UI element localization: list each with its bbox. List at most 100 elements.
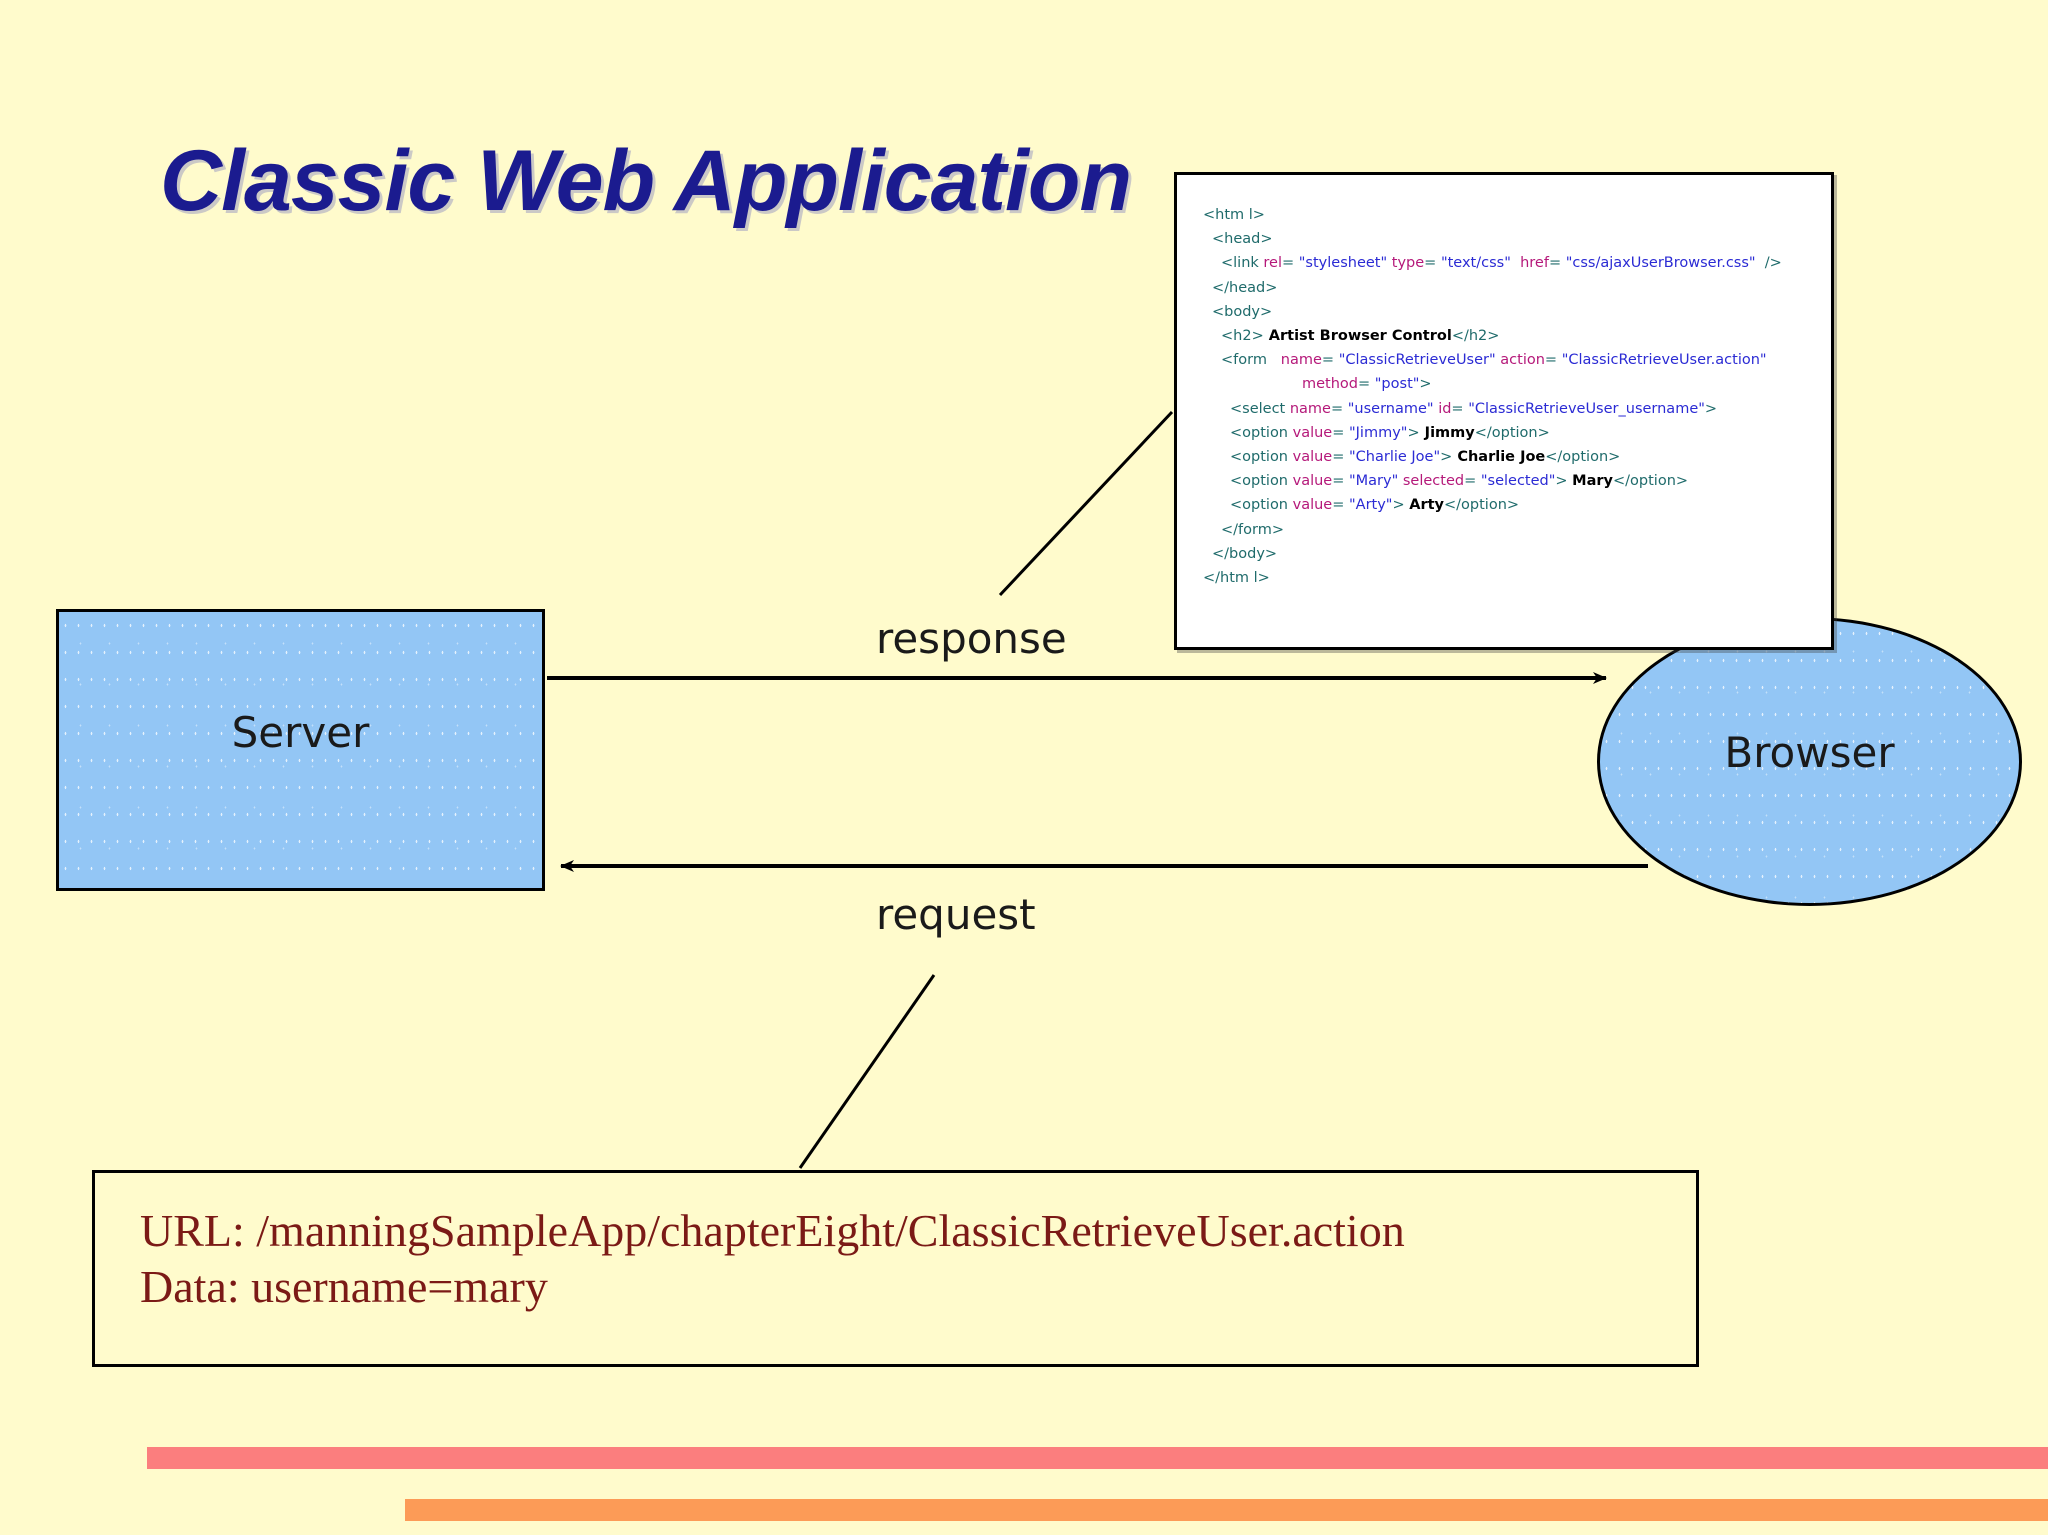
code-token-attr: value xyxy=(1292,449,1333,466)
code-token-tag: </option> xyxy=(1474,424,1550,441)
code-line: </htm l> xyxy=(1177,566,1831,590)
code-token-attr: selected xyxy=(1402,473,1465,490)
code-token-tag: /> xyxy=(1755,255,1782,272)
code-token-tag: <link xyxy=(1221,255,1264,272)
code-line: <link rel= "stylesheet" type= "text/css"… xyxy=(1177,251,1831,275)
code-token-tag: <head> xyxy=(1212,231,1273,248)
code-token-tag: = xyxy=(1282,255,1299,272)
server-label: Server xyxy=(231,708,370,757)
code-token-tag: <select xyxy=(1230,400,1290,417)
browser-node: Browser xyxy=(1597,617,2022,906)
code-token-val: "Charlie Joe" xyxy=(1348,449,1441,466)
code-token-attr: value xyxy=(1292,497,1333,514)
code-token-tag: = xyxy=(1358,376,1375,393)
code-token-tag: = xyxy=(1332,497,1349,514)
code-line: <option value= "Mary" selected= "selecte… xyxy=(1177,469,1831,493)
code-token-tag: > xyxy=(1704,400,1718,417)
code-token-attr: name xyxy=(1280,352,1322,369)
code-line: <option value= "Charlie Joe"> Charlie Jo… xyxy=(1177,445,1831,469)
page-title: Classic Web Application xyxy=(160,133,1132,229)
code-token-attr: type xyxy=(1391,255,1425,272)
code-line: <h2> Artist Browser Control</h2> xyxy=(1177,324,1831,348)
server-node: Server xyxy=(56,609,545,891)
code-token-txt: Mary xyxy=(1572,473,1613,490)
code-token-tag: </body> xyxy=(1212,545,1278,562)
code-token-val: "text/css" xyxy=(1440,255,1511,272)
code-line: <head> xyxy=(1177,227,1831,251)
code-token-attr: value xyxy=(1292,473,1333,490)
code-token-tag: = xyxy=(1330,400,1348,417)
url-line: URL: /manningSampleApp/chapterEight/Clas… xyxy=(140,1205,1405,1256)
code-token-tag: > xyxy=(1419,376,1432,393)
code-token-tag: </option> xyxy=(1613,473,1689,490)
code-token-val: "stylesheet" xyxy=(1298,255,1388,272)
code-token-tag: = xyxy=(1464,473,1481,490)
code-token-tag: </htm l> xyxy=(1203,570,1270,587)
code-token-txt: Arty xyxy=(1409,497,1445,514)
code-line: <htm l> xyxy=(1177,203,1831,227)
code-token-tag: </option> xyxy=(1444,497,1520,514)
code-token-val: "Arty" xyxy=(1348,497,1393,514)
code-line: </form> xyxy=(1177,518,1831,542)
code-token-attr: value xyxy=(1292,424,1333,441)
code-line: <body> xyxy=(1177,300,1831,324)
code-token-tag: = xyxy=(1332,424,1349,441)
code-token-val: "Jimmy" xyxy=(1348,424,1408,441)
code-token-val: "ClassicRetrieveUser.action" xyxy=(1561,352,1767,369)
code-token-val: "Mary" xyxy=(1348,473,1399,490)
code-token-tag: > xyxy=(1392,497,1410,514)
code-token-val: "css/ajaxUserBrowser.css" xyxy=(1565,255,1756,272)
code-token-attr: name xyxy=(1289,400,1331,417)
code-token-attr: action xyxy=(1500,352,1545,369)
code-token-val: "ClassicRetrieveUser" xyxy=(1338,352,1496,369)
code-token-tag: = xyxy=(1544,352,1562,369)
code-token-tag: = xyxy=(1321,352,1339,369)
code-token-attr: id xyxy=(1438,400,1452,417)
code-token-tag: </option> xyxy=(1545,449,1621,466)
code-token-val: "ClassicRetrieveUser_username" xyxy=(1468,400,1705,417)
code-token-tag: <option xyxy=(1230,424,1293,441)
code-token-tag: > xyxy=(1555,473,1573,490)
code-token-tag: <option xyxy=(1230,449,1293,466)
code-token-tag xyxy=(1511,255,1520,271)
code-token-tag: > xyxy=(1440,449,1453,466)
code-line: <option value= "Arty"> Arty</option> xyxy=(1177,493,1831,517)
code-token-tag: <body> xyxy=(1212,303,1273,320)
code-line: <form name= "ClassicRetrieveUser" action… xyxy=(1177,348,1831,372)
response-leader-line xyxy=(998,410,1174,597)
code-token-attr: rel xyxy=(1263,255,1282,272)
url-callout-box: URL: /manningSampleApp/chapterEight/Clas… xyxy=(92,1170,1699,1367)
code-token-tag: <option xyxy=(1230,473,1293,490)
code-token-tag: = xyxy=(1332,473,1349,490)
code-listing: <htm l><head><link rel= "stylesheet" typ… xyxy=(1177,203,1831,590)
code-token-tag: = xyxy=(1424,255,1441,272)
code-token-tag: </form> xyxy=(1221,521,1284,538)
code-token-txt: Jimmy xyxy=(1419,424,1475,441)
code-token-val: "post" xyxy=(1374,376,1420,393)
code-token-val: "username" xyxy=(1347,400,1434,417)
code-line: </head> xyxy=(1177,276,1831,300)
code-token-tag: </head> xyxy=(1212,279,1278,296)
code-token-tag: <h2> xyxy=(1221,328,1264,345)
code-token-tag: <htm l> xyxy=(1203,207,1265,223)
code-line: method= "post"> xyxy=(1177,372,1831,396)
code-token-attr: href xyxy=(1520,255,1549,272)
code-token-tag: = xyxy=(1548,255,1566,272)
code-token-tag: <form xyxy=(1221,352,1281,369)
data-line: Data: username=mary xyxy=(140,1261,548,1312)
browser-label: Browser xyxy=(1724,728,1895,777)
code-token-tag: </h2> xyxy=(1451,328,1500,345)
code-token-attr: method xyxy=(1302,376,1358,393)
code-token-txt: Charlie Joe xyxy=(1452,449,1546,466)
code-token-tag: = xyxy=(1451,400,1469,417)
code-line: </body> xyxy=(1177,542,1831,566)
request-label: request xyxy=(876,890,1036,939)
footer-bar-orange xyxy=(405,1499,2048,1521)
code-callout-box: <htm l><head><link rel= "stylesheet" typ… xyxy=(1174,172,1834,650)
code-token-tag: > xyxy=(1407,424,1420,441)
request-leader-line xyxy=(798,974,936,1169)
code-token-val: "selected" xyxy=(1480,473,1556,490)
footer-bar-red xyxy=(147,1447,2048,1469)
code-token-tag: = xyxy=(1332,449,1349,466)
code-token-txt: Artist Browser Control xyxy=(1263,328,1452,345)
